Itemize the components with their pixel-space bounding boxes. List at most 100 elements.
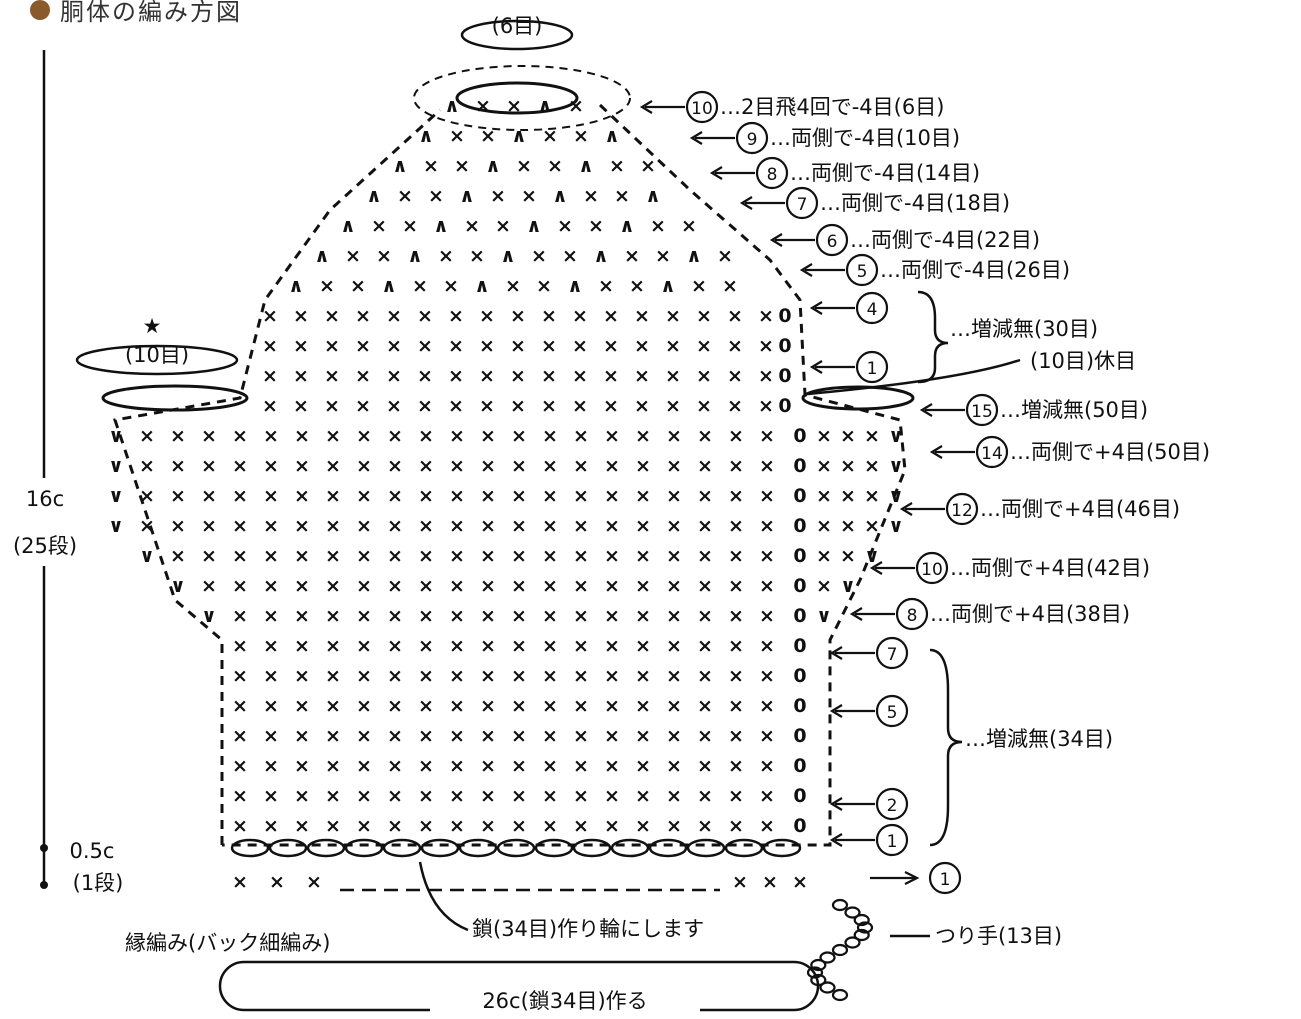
stitch: ×	[294, 515, 310, 537]
stitch: ×	[666, 575, 682, 597]
row-number: 2	[887, 796, 898, 816]
edge-row: ××××××	[232, 871, 808, 893]
row-number: 5	[887, 703, 898, 723]
stitch: ×	[387, 665, 403, 687]
star-mark: ★	[143, 314, 162, 338]
stitch-yoke: ×	[516, 155, 532, 177]
stitch-yoke: ∧	[485, 155, 500, 177]
chain-stitch: 0	[793, 425, 806, 447]
stitch: ×	[232, 755, 248, 777]
stitch-yoke: ×	[665, 335, 681, 357]
stitch-yoke: ×	[588, 215, 604, 237]
stitch-yoke: ×	[324, 335, 340, 357]
stitch: ×	[356, 545, 372, 567]
stitch-yoke: ×	[696, 365, 712, 387]
stitch: ×	[294, 485, 310, 507]
row-annotation-text: …両側で-4目(22目)	[850, 228, 1040, 252]
stitch-yoke: ×	[480, 125, 496, 147]
stitch-right: ×	[816, 455, 832, 477]
stitch: ×	[449, 725, 465, 747]
stitch-left: ∨	[108, 485, 123, 507]
stitch: ×	[418, 785, 434, 807]
stitch-yoke: ×	[696, 395, 712, 417]
stitch: ×	[232, 485, 248, 507]
stitch-yoke: ×	[681, 215, 697, 237]
neck-ring-top	[460, 19, 574, 51]
rest-oval-left	[101, 384, 249, 412]
stitch: ×	[263, 425, 279, 447]
stitch-yoke: ×	[572, 305, 588, 327]
stitch-yoke: ×	[479, 305, 495, 327]
stitch-yoke: ×	[412, 275, 428, 297]
stitch-right: ×	[840, 545, 856, 567]
stitch: ×	[728, 515, 744, 537]
arrow-head-icon	[809, 360, 823, 374]
row-annotation-text: …両側で-4目(26目)	[880, 258, 1070, 282]
stitch: ×	[480, 605, 496, 627]
stitch-yoke: ×	[696, 305, 712, 327]
stitch: ×	[232, 725, 248, 747]
stitch-yoke: ∧	[381, 275, 396, 297]
stitch: ×	[232, 635, 248, 657]
stitch: ×	[356, 725, 372, 747]
stitch: ×	[449, 545, 465, 567]
stitch: ×	[728, 425, 744, 447]
stitch-yoke: ×	[293, 335, 309, 357]
row-number: 1	[867, 359, 878, 379]
stitch-right: ×	[816, 485, 832, 507]
stitch: ×	[387, 455, 403, 477]
stitch: ×	[573, 665, 589, 687]
row-number-circle	[875, 823, 909, 857]
chain-oval	[572, 838, 612, 858]
edge-stitch: ×	[306, 871, 322, 893]
stitch: ×	[356, 485, 372, 507]
stitch: ×	[728, 785, 744, 807]
row-number-circle	[945, 492, 979, 526]
stitch-yoke: ×	[454, 155, 470, 177]
stitch-yoke: ∧	[366, 185, 381, 207]
stitch-yoke: ×	[448, 365, 464, 387]
stitch-yoke: ×	[417, 365, 433, 387]
stitch-yoke: ×	[319, 275, 335, 297]
stitch: ×	[635, 695, 651, 717]
loop-chain	[844, 906, 861, 919]
stitch: ×	[697, 575, 713, 597]
arrow-head-icon	[929, 445, 943, 459]
stitch: ×	[356, 665, 372, 687]
stitch: ×	[728, 755, 744, 777]
stitch-yoke: ×	[609, 155, 625, 177]
stitch: ×	[728, 695, 744, 717]
row-number-circle	[895, 597, 929, 631]
stitch-yoke: ×	[355, 335, 371, 357]
stitch: ×	[449, 695, 465, 717]
stitch: ×	[480, 815, 496, 837]
chain-stitch: 0	[793, 785, 806, 807]
stitch: ×	[511, 785, 527, 807]
stitch: ×	[542, 605, 558, 627]
stitch: ×	[666, 605, 682, 627]
stitch-yoke: ×	[448, 305, 464, 327]
stitch: ×	[542, 665, 558, 687]
stitch-yoke: ×	[696, 335, 712, 357]
stitch: ×	[666, 785, 682, 807]
stitch: ×	[387, 725, 403, 747]
stitch-yoke: ×	[293, 365, 309, 387]
stitch: ×	[511, 515, 527, 537]
stitch-right: ∨	[864, 545, 879, 567]
stitch-yoke: ×	[293, 395, 309, 417]
stitch-yoke: ×	[583, 185, 599, 207]
stitch-yoke: ×	[541, 335, 557, 357]
row-annotation-text: …両側で+4目(46目)	[980, 497, 1180, 521]
stitch: ×	[697, 425, 713, 447]
stitch-right: ×	[816, 425, 832, 447]
arrow-head-icon	[799, 263, 813, 277]
stitch-yoke: ×	[490, 185, 506, 207]
chain-oval	[268, 838, 308, 858]
stitch: ×	[666, 725, 682, 747]
stitch: ×	[232, 665, 248, 687]
stitch: ×	[604, 545, 620, 567]
chain-oval	[534, 838, 574, 858]
rows-main-label: (25段)	[13, 534, 77, 558]
stitch: ×	[325, 695, 341, 717]
stitch: ×	[387, 815, 403, 837]
